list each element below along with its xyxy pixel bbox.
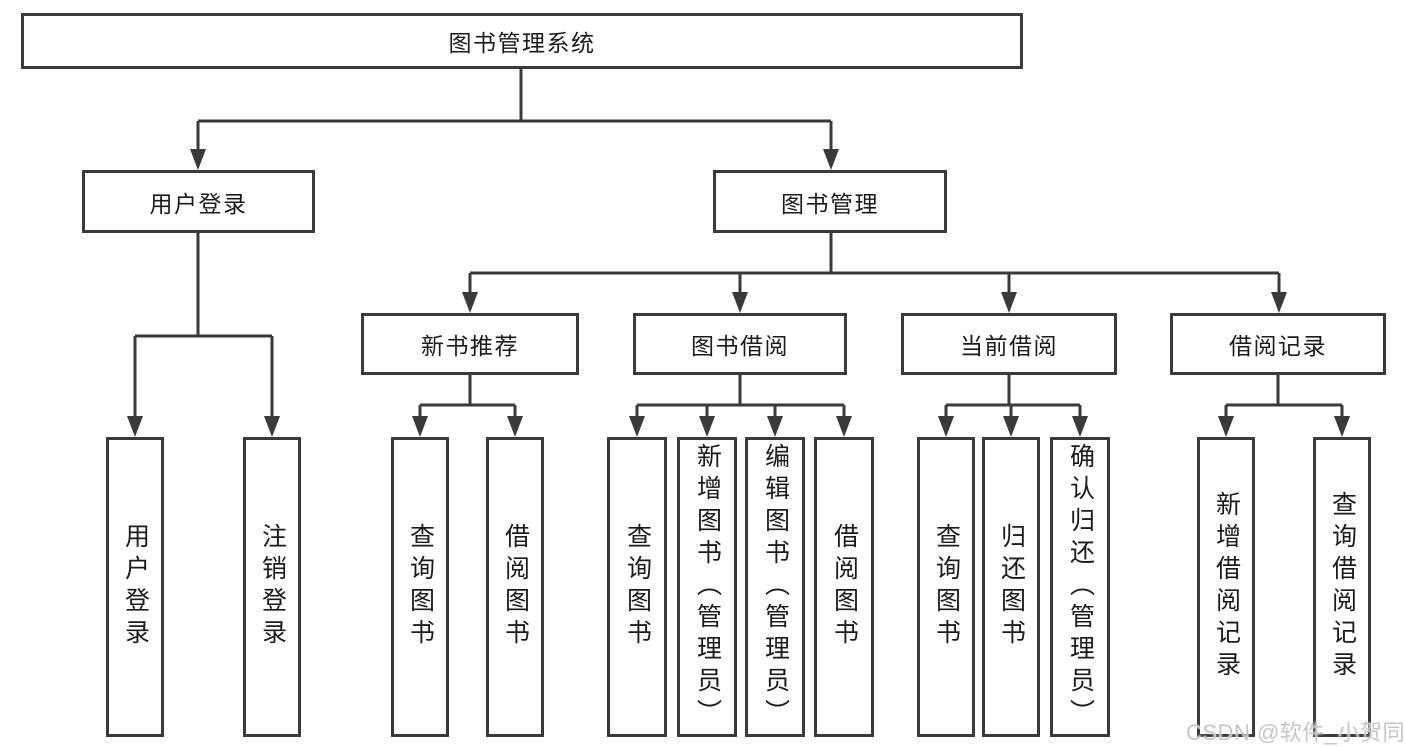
node-label: 用户登录 — [149, 190, 248, 217]
leaf-user-login: 用户登录 — [106, 437, 164, 737]
node-label: 查询图书 — [623, 523, 652, 651]
node-label: 编辑图书（管理员） — [761, 443, 790, 731]
leaf-query-books-2: 查询图书 — [607, 437, 667, 737]
leaf-borrow-books-2: 借阅图书 — [814, 437, 874, 737]
node-label: 用户登录 — [121, 523, 150, 651]
node-label: 新增图书（管理员） — [693, 443, 722, 731]
leaf-edit-book-admin: 编辑图书（管理员） — [745, 437, 805, 737]
node-label: 注销登录 — [258, 523, 287, 651]
node-borrowing-records: 借阅记录 — [1170, 313, 1386, 375]
node-label: 新增借阅记录 — [1212, 491, 1241, 683]
leaf-return-books: 归还图书 — [982, 437, 1040, 737]
leaf-query-books-1: 查询图书 — [391, 437, 449, 737]
node-label: 借阅图书 — [501, 523, 530, 651]
node-label: 借阅记录 — [1229, 333, 1327, 359]
node-label: 查询图书 — [406, 523, 435, 651]
csdn-watermark: CSDN @软件_小贺同学 — [1186, 720, 1405, 745]
leaf-query-borrow-record: 查询借阅记录 — [1313, 437, 1371, 737]
leaf-add-borrow-record: 新增借阅记录 — [1197, 437, 1255, 737]
node-new-book-recommendation: 新书推荐 — [361, 313, 579, 375]
node-library-system: 图书管理系统 — [21, 13, 1023, 69]
node-label: 当前借阅 — [960, 333, 1058, 359]
node-label: 查询图书 — [932, 523, 961, 651]
node-label: 新书推荐 — [421, 333, 519, 359]
node-label: 确认归还（管理员） — [1066, 443, 1095, 731]
node-label: 借阅图书 — [830, 523, 859, 651]
leaf-borrow-books-1: 借阅图书 — [486, 437, 544, 737]
node-user-login: 用户登录 — [82, 170, 315, 233]
leaf-query-books-3: 查询图书 — [917, 437, 975, 737]
node-label: 图书管理 — [781, 190, 879, 217]
leaf-confirm-return-admin: 确认归还（管理员） — [1050, 437, 1110, 737]
leaf-logout: 注销登录 — [243, 437, 301, 737]
node-label: 图书借阅 — [691, 333, 789, 359]
node-label: 归还图书 — [997, 523, 1026, 651]
leaf-add-book-admin: 新增图书（管理员） — [677, 437, 737, 737]
node-current-borrowing: 当前借阅 — [901, 313, 1117, 375]
node-label: 查询借阅记录 — [1328, 491, 1357, 683]
node-book-borrowing: 图书借阅 — [633, 313, 847, 375]
node-book-management: 图书管理 — [713, 170, 947, 233]
node-label: 图书管理系统 — [448, 30, 596, 56]
